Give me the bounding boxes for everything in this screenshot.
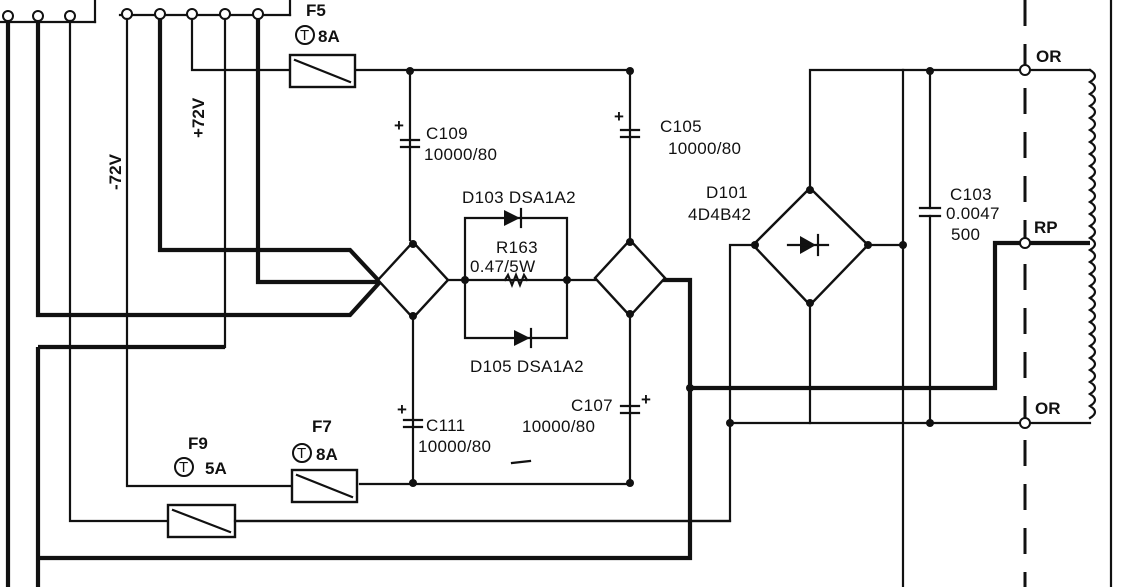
label-c103-value: 0.0047	[946, 204, 1000, 223]
plus-c107: +	[641, 390, 651, 409]
bus-wires	[5, 19, 1090, 587]
terminal-rp	[1019, 237, 1031, 249]
terminal-or-top	[1019, 64, 1031, 76]
label-minus72v: -72V	[106, 153, 125, 190]
bridge-left	[376, 240, 469, 320]
fuse-type-symbol	[174, 457, 194, 477]
label-f5-rating: 8A	[318, 27, 340, 46]
plus-c105: +	[614, 107, 624, 126]
label-f5: F5	[306, 1, 326, 20]
label-d101-part: 4D4B42	[688, 205, 751, 224]
label-or-top: OR	[1036, 47, 1062, 66]
label-or-bottom: OR	[1035, 399, 1061, 418]
fuse-f7	[290, 468, 359, 504]
label-f9-t: T	[179, 459, 188, 476]
terminal-or-bottom	[1019, 417, 1031, 429]
plus-c111: +	[397, 400, 407, 419]
bottom-rail	[358, 314, 634, 487]
label-d101: D101	[706, 183, 748, 202]
capacitor-c103	[918, 67, 942, 427]
capacitor-c107	[619, 404, 641, 415]
label-c107-value: 10000/80	[522, 417, 595, 436]
diode-resistor-network	[446, 207, 597, 349]
connector-strip	[0, 0, 292, 24]
labels: F5 T 8A F7 T 8A F9 T 5A +72V -72V + C109…	[106, 1, 1062, 478]
bridge-rectifier-d101	[686, 68, 1027, 587]
label-c109: C109	[426, 124, 468, 143]
label-c105: C105	[660, 117, 702, 136]
bridge-right	[563, 238, 667, 318]
fuse-type-symbol	[292, 443, 312, 463]
top-rail	[353, 67, 634, 242]
label-f9: F9	[188, 434, 208, 453]
label-c103-voltage: 500	[951, 225, 980, 244]
plus-c109: +	[394, 116, 404, 135]
label-c111-value: 10000/80	[418, 437, 491, 456]
capacitor-c109	[399, 138, 421, 149]
label-r163-value: 0.47/5W	[470, 257, 535, 276]
label-c107: C107	[571, 396, 613, 415]
capacitor-c111	[402, 418, 424, 429]
label-f7-rating: 8A	[316, 445, 338, 464]
label-d103: D103 DSA1A2	[462, 188, 576, 207]
label-plus72v: +72V	[189, 97, 208, 138]
label-c105-value: 10000/80	[668, 139, 741, 158]
transformer-primary	[1023, 0, 1113, 587]
fuse-type-symbol	[295, 25, 315, 45]
label-f5-t: T	[300, 27, 309, 44]
label-r163: R163	[496, 238, 538, 257]
label-c109-value: 10000/80	[424, 145, 497, 164]
fuse-f9	[166, 503, 237, 539]
label-rp: RP	[1034, 218, 1058, 237]
capacitor-c105	[619, 128, 641, 139]
label-c103: C103	[950, 185, 992, 204]
fuse-f5	[288, 53, 357, 89]
label-f7: F7	[312, 417, 332, 436]
label-f9-rating: 5A	[205, 459, 227, 478]
label-c111: C111	[426, 416, 465, 435]
label-f7-t: T	[297, 445, 306, 462]
label-d105: D105 DSA1A2	[470, 357, 584, 376]
